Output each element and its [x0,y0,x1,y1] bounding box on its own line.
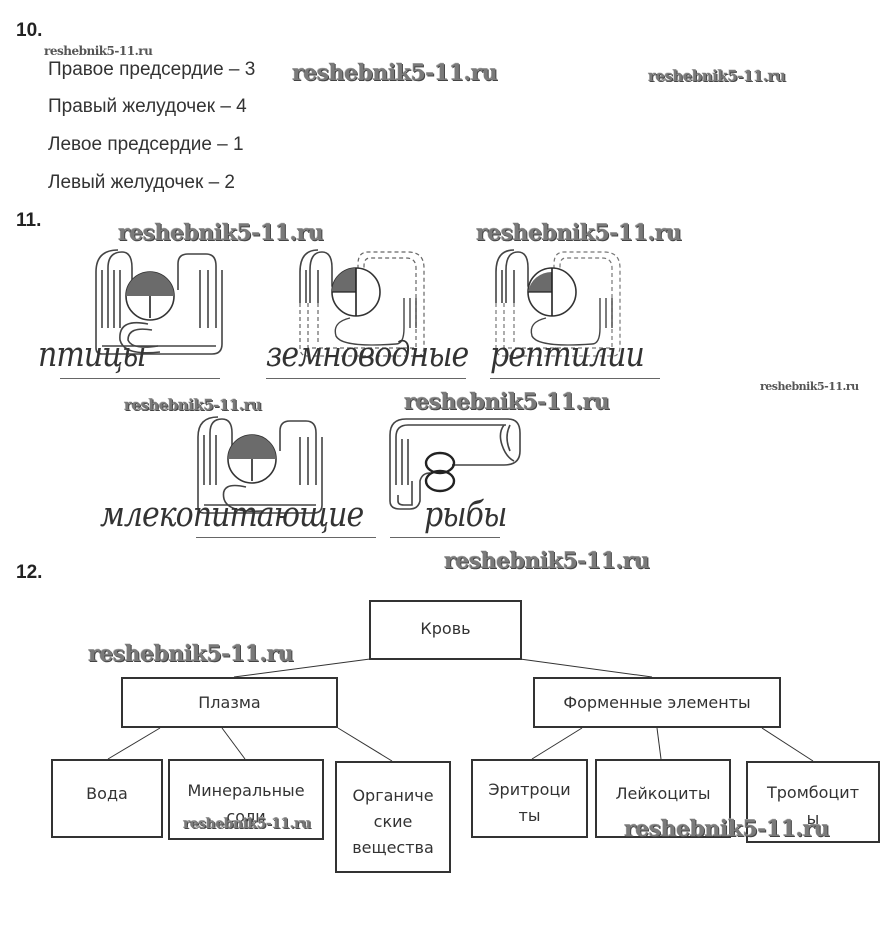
answer-left-atrium: Левое предсердие – 1 [48,134,244,155]
node-mineral-salts-line: соли [226,806,266,826]
node-leukocytes: Лейкоциты [595,759,731,838]
node-thrombocytes-line: Тромбоцит [766,783,860,802]
node-water-label: Вода [86,784,128,803]
watermark: reshebnik5-11.ru [183,816,311,832]
label-mammals: млекопитающие [100,494,364,535]
node-water: Вода [51,759,163,838]
watermark: reshebnik5-11.ru [88,641,294,667]
node-organic-substances: Органиче ские вещества [335,761,451,873]
node-blood-label: Кровь [420,619,471,638]
node-mineral-salts: Минеральные соли [168,759,324,840]
answer-left-ventricle: Левый желудочек – 2 [48,172,235,193]
watermark: reshebnik5-11.ru [444,548,650,574]
underline [60,378,220,379]
label-fish: рыбы [424,494,507,535]
node-erythrocytes-line: Эритроци [488,779,571,799]
underline [266,378,466,379]
node-plasma-label: Плазма [198,693,261,712]
node-thrombocytes-line: ы [806,809,820,828]
watermark: reshebnik5-11.ru [118,220,324,246]
question-12-number: 12. [16,562,43,583]
watermark: reshebnik5-11.ru [648,67,786,85]
answer-right-atrium: Правое предсердие – 3 [48,59,256,80]
answer-right-ventricle: Правый желудочек – 4 [48,96,247,117]
node-organic-line: Органиче [352,786,434,805]
label-birds: птицы [38,334,146,375]
watermark: reshebnik5-11.ru [404,389,610,415]
node-thrombocytes: Тромбоцит ы [746,761,880,843]
underline [490,378,660,379]
mammal-circulation-diagram-icon [197,416,323,514]
fish-circulation-diagram-icon [389,418,521,510]
question-10-number: 10. [16,20,43,41]
node-organic-line: вещества [352,838,434,857]
watermark: reshebnik5-11.ru [124,396,262,414]
question-11-number: 11. [16,210,42,231]
watermark: reshebnik5-11.ru [292,60,498,86]
node-formed-elements: Форменные элементы [533,677,781,728]
amphibian-circulation-diagram-icon [299,249,425,357]
watermark: reshebnik5-11.ru [476,220,682,246]
label-amphibians: земноводные [266,334,469,375]
node-formed-elements-label: Форменные элементы [563,693,751,712]
watermark: reshebnik5-11.ru [760,380,859,393]
node-organic-line: ские [373,812,413,831]
watermark: reshebnik5-11.ru [624,816,830,842]
reptile-circulation-diagram-icon [495,249,621,357]
watermark: reshebnik5-11.ru [44,44,153,58]
label-reptiles: рептилии [490,334,645,375]
node-erythrocytes: Эритроци ты [471,759,588,838]
node-erythrocytes-line: ты [518,805,541,825]
node-blood: Кровь [369,600,522,660]
underline [390,537,500,538]
node-mineral-salts-line: Минеральные [187,780,305,800]
node-leukocytes-label: Лейкоциты [615,784,711,803]
node-plasma: Плазма [121,677,338,728]
bird-circulation-diagram-icon [95,249,223,355]
underline [196,537,376,538]
